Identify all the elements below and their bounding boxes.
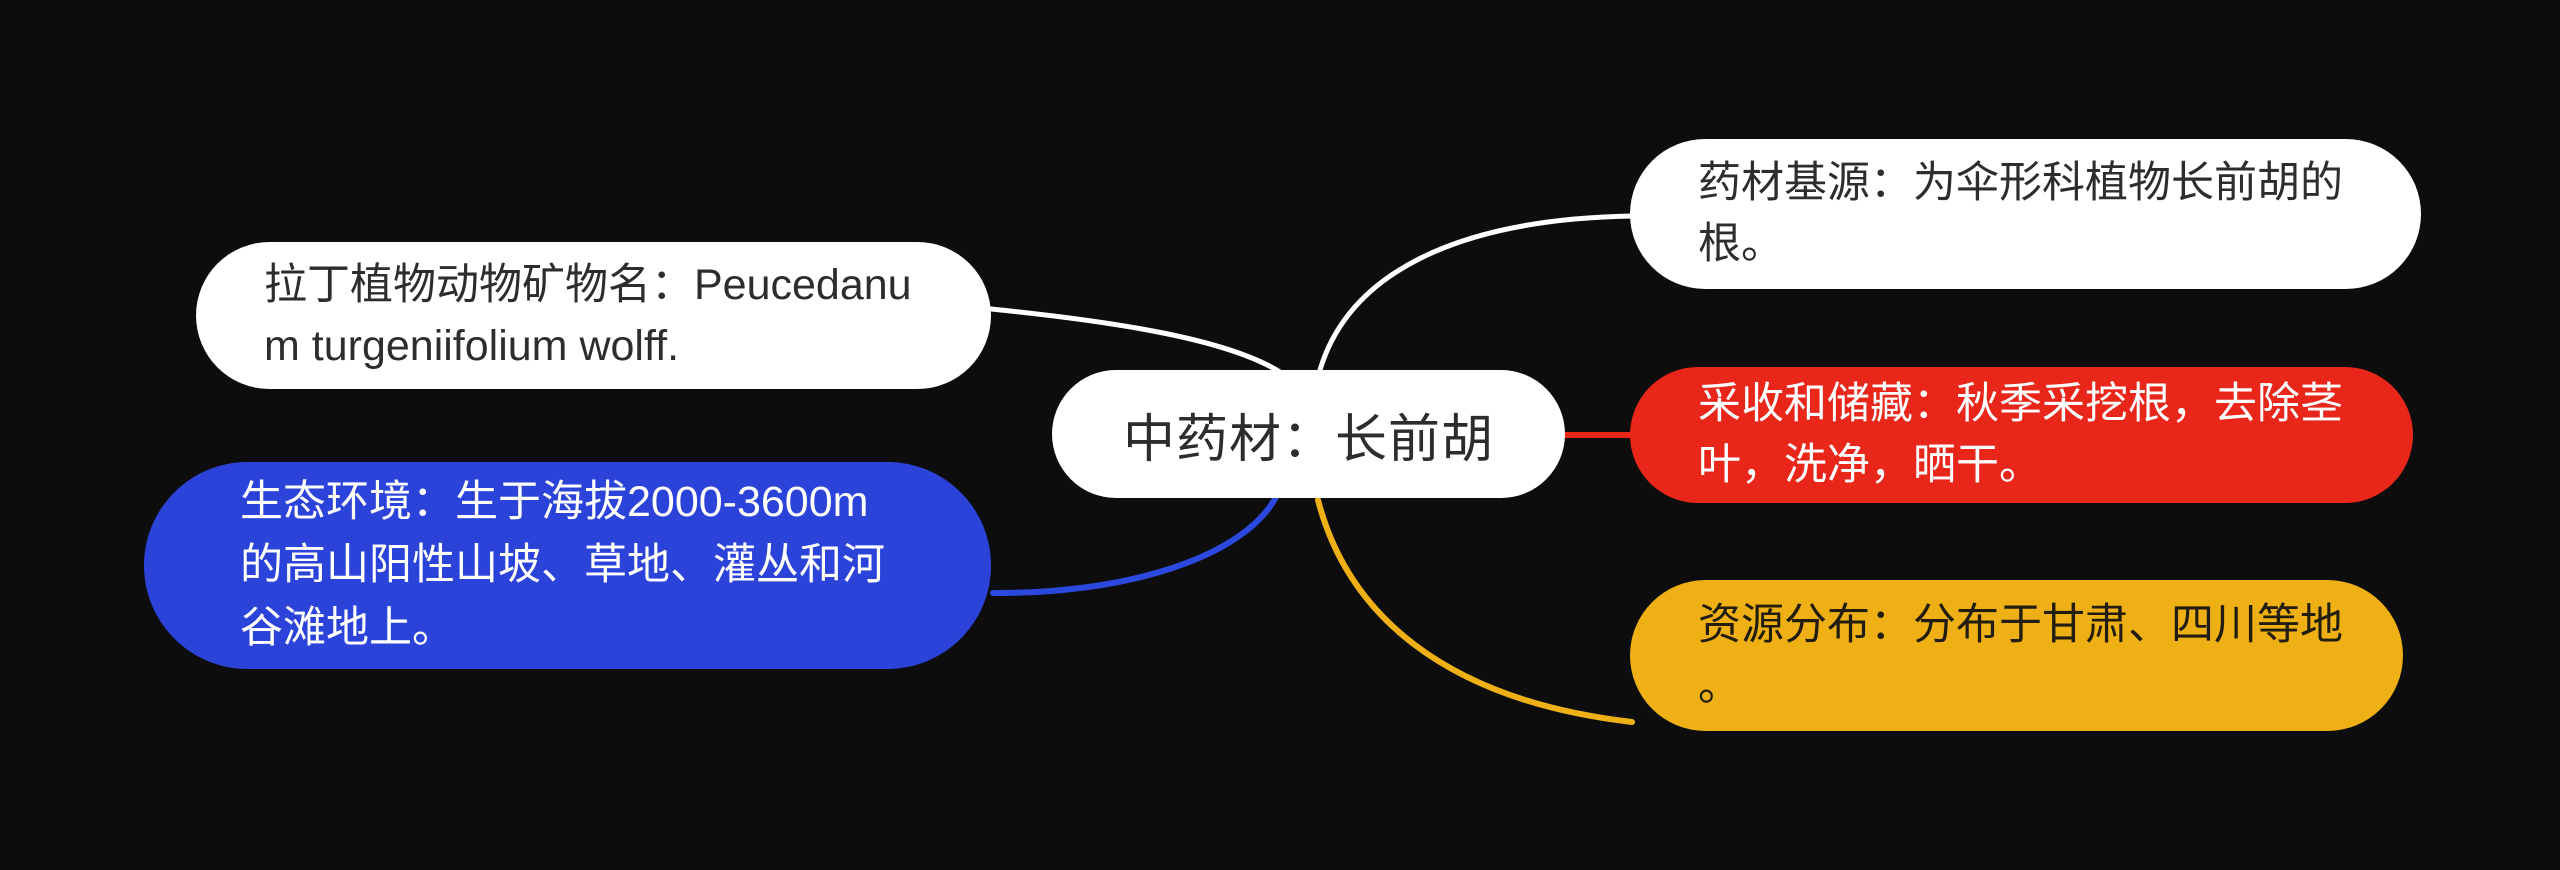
node-harvest-line: 采收和储藏：秋季采挖根，去除茎 xyxy=(1698,380,2343,428)
node-source-line: 药材基源：为伞形科植物长前胡的 xyxy=(1698,159,2343,207)
node-latin-name[interactable]: 拉丁植物动物矿物名：Peucedanu m turgeniifolium wol… xyxy=(196,242,991,389)
node-harvest-line: 叶，洗净，晒干。 xyxy=(1698,441,2042,489)
connector-root-source xyxy=(1317,213,1636,373)
node-source[interactable]: 药材基源：为伞形科植物长前胡的 根。 xyxy=(1630,139,2421,289)
connector-root-latin-name xyxy=(988,306,1286,377)
node-distribution[interactable]: 资源分布：分布于甘肃、四川等地 。 xyxy=(1630,580,2403,731)
connector-root-ecology xyxy=(990,494,1279,597)
node-ecology-line: 谷滩地上。 xyxy=(240,604,455,652)
node-latin-name-line: m turgeniifolium wolff. xyxy=(264,321,680,370)
node-ecology-line: 的高山阳性山坡、草地、灌丛和河 xyxy=(240,541,885,589)
node-harvest[interactable]: 采收和储藏：秋季采挖根，去除茎 叶，洗净，晒干。 xyxy=(1630,367,2413,503)
node-latin-name-line: 拉丁植物动物矿物名：Peucedanu xyxy=(264,260,912,309)
node-ecology-line: 生态环境：生于海拔2000-3600m xyxy=(240,478,869,526)
connector-root-distribution xyxy=(1315,497,1635,725)
node-distribution-line: 资源分布：分布于甘肃、四川等地 xyxy=(1698,600,2343,649)
node-ecology[interactable]: 生态环境：生于海拔2000-3600m 的高山阳性山坡、草地、灌丛和河 谷滩地上… xyxy=(144,462,991,669)
node-source-line: 根。 xyxy=(1698,220,1784,268)
node-root-label: 中药材：长前胡 xyxy=(1122,410,1494,469)
node-distribution-line: 。 xyxy=(1698,661,1741,710)
node-root[interactable]: 中药材：长前胡 xyxy=(1052,370,1565,498)
